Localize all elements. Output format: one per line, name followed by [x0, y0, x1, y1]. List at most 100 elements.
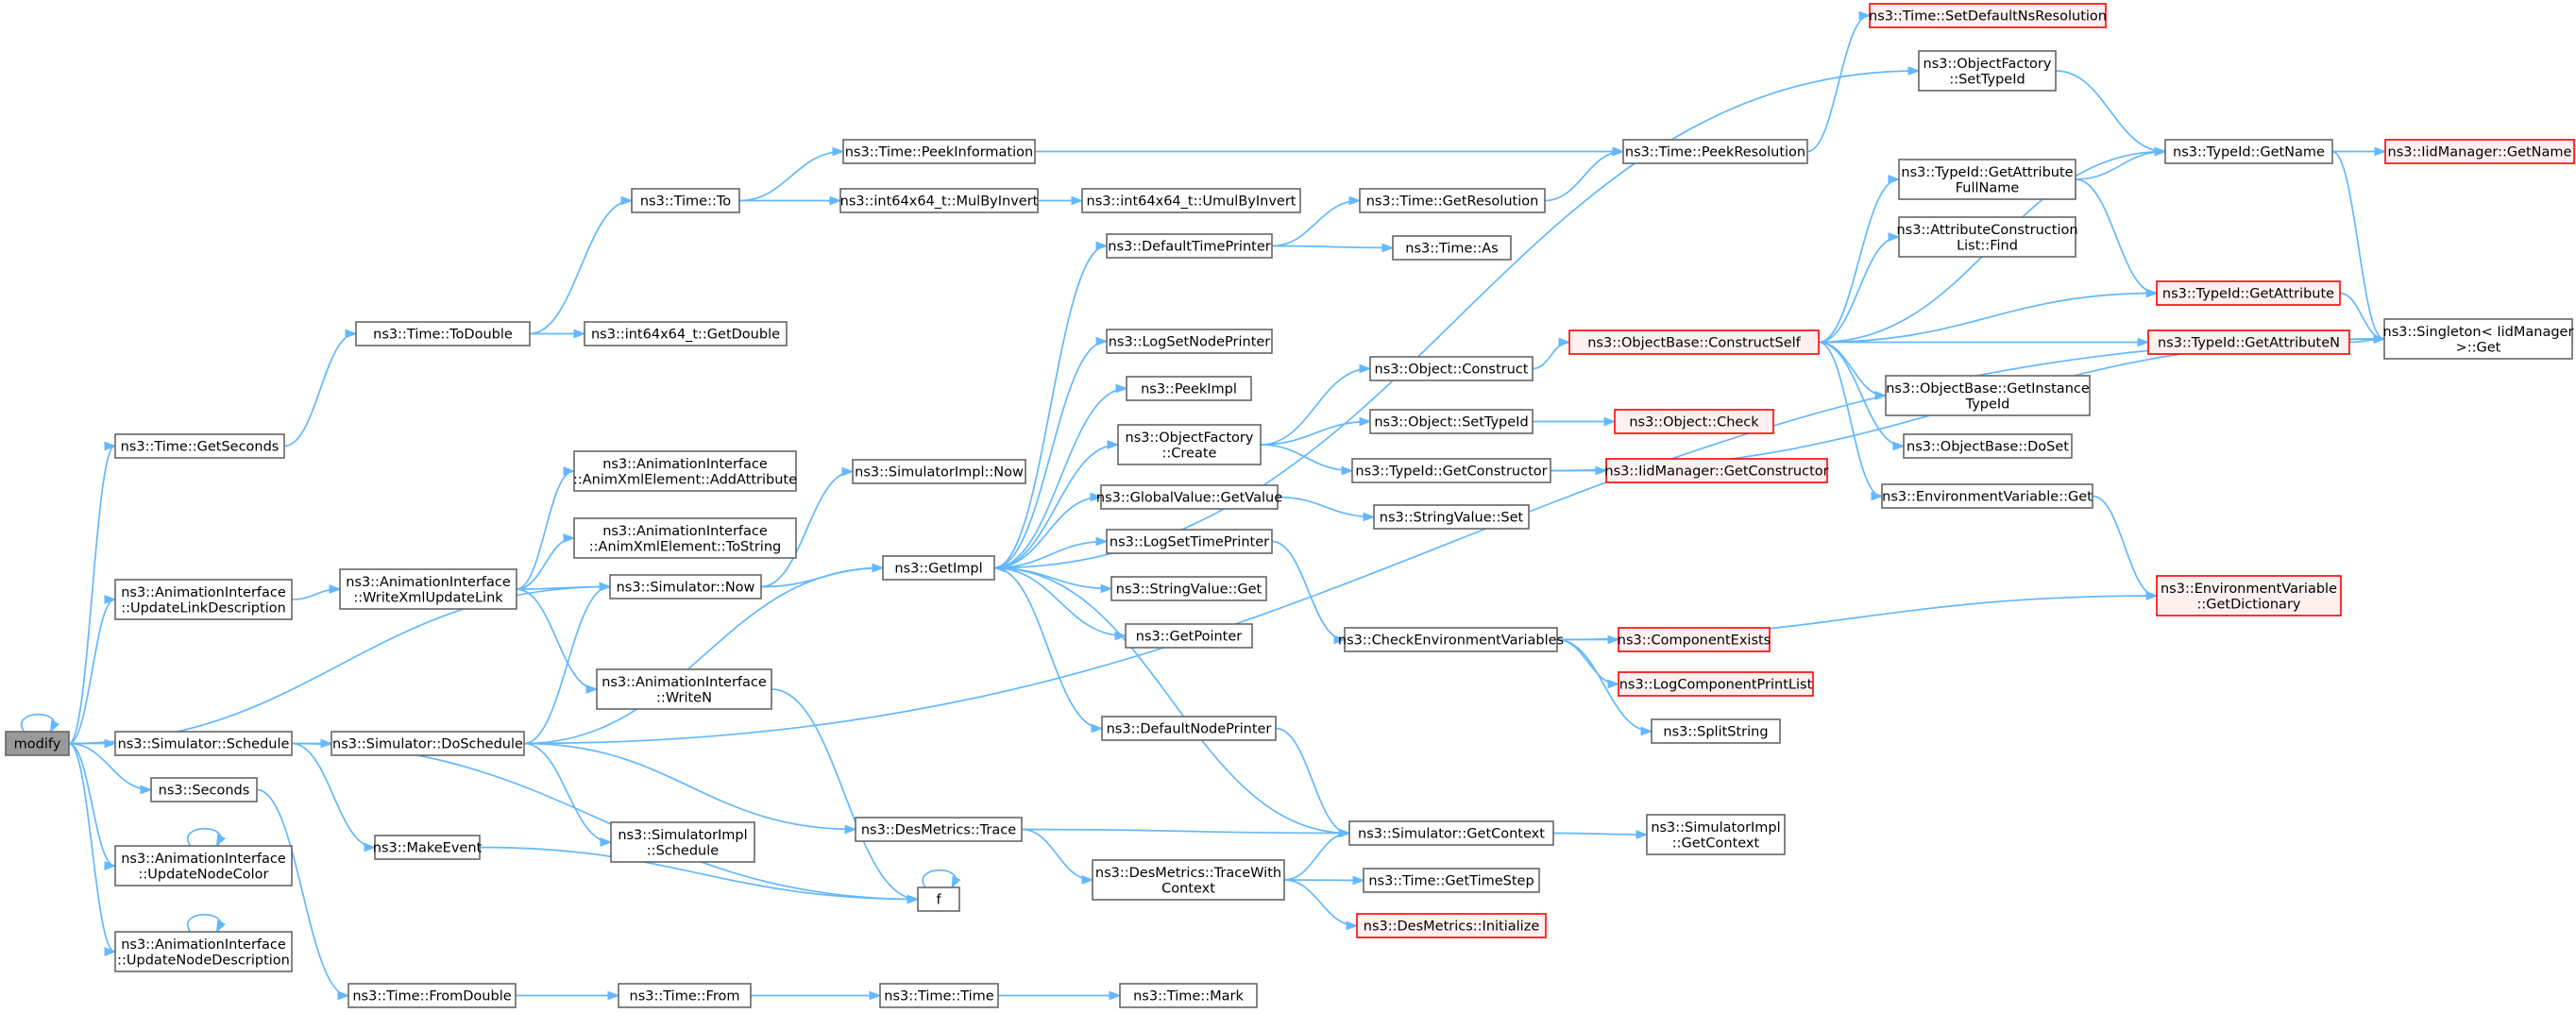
arrowhead-icon [2154, 146, 2167, 157]
node-logsettime[interactable]: ns3::LogSetTimePrinter [1106, 529, 1273, 554]
arrowhead-icon [215, 920, 227, 934]
node-timemark[interactable]: ns3::Time::Mark [1119, 983, 1258, 1008]
node-getresolution[interactable]: ns3::Time::GetResolution [1359, 188, 1546, 213]
node-objconstruct[interactable]: ns3::Object::Construct [1369, 356, 1534, 381]
edge-modify-to-updnodecolor [68, 742, 117, 870]
node-checkenv[interactable]: ns3::CheckEnvironmentVariables [1338, 627, 1564, 652]
node-label: ::SetTypeId [1949, 72, 2025, 87]
node-box [374, 835, 481, 860]
node-getseconds[interactable]: ns3::Time::GetSeconds [114, 433, 285, 459]
node-objsettypeid[interactable]: ns3::Object::SetTypeId [1369, 409, 1534, 434]
node-destrace[interactable]: ns3::DesMetrics::Trace [855, 817, 1023, 842]
edge-line [1283, 879, 1357, 927]
node-simimplsched[interactable]: ns3::SimulatorImpl::Schedule [610, 821, 755, 863]
node-tidgetctor[interactable]: ns3::TypeId::GetConstructor [1351, 458, 1551, 483]
node-getimpl[interactable]: ns3::GetImpl [882, 555, 995, 581]
node-box [114, 579, 293, 620]
node-seconds[interactable]: ns3::Seconds [150, 777, 258, 802]
node-tostring[interactable]: ns3::AnimationInterface::AnimXmlElement:… [573, 517, 797, 559]
node-strvalget[interactable]: ns3::StringValue::Get [1110, 576, 1267, 601]
node-simgetctx[interactable]: ns3::Simulator::GetContext [1348, 820, 1554, 846]
node-logsetnode[interactable]: ns3::LogSetNodePrinter [1106, 329, 1273, 354]
node-getdouble[interactable]: ns3::int64x64_t::GetDouble [584, 321, 788, 346]
node-f[interactable]: f [917, 886, 960, 912]
node-tidgetattr[interactable]: ns3::TypeId::GetAttribute [2156, 280, 2341, 306]
node-label: ns3::AnimationInterface [121, 585, 286, 600]
node-writen[interactable]: ns3::AnimationInterface::WriteN [596, 668, 772, 710]
arrowhead-icon [337, 990, 350, 1001]
node-iidgetname[interactable]: ns3::IidManager::GetName [2384, 139, 2575, 164]
node-timefrom[interactable]: ns3::Time::From [618, 983, 752, 1008]
edge-simgetctx-to-simimplgetctx [1552, 830, 1649, 839]
node-simimplnow[interactable]: ns3::SimulatorImpl::Now [852, 459, 1026, 484]
node-doschedule[interactable]: ns3::Simulator::DoSchedule [330, 731, 525, 756]
node-box [1351, 458, 1551, 483]
node-label: ns3::SimulatorImpl [618, 828, 747, 843]
node-envgetdict[interactable]: ns3::EnvironmentVariable::GetDictionary [2156, 575, 2342, 616]
node-gvgetvalue[interactable]: ns3::GlobalValue::GetValue [1096, 484, 1282, 510]
node-doset[interactable]: ns3::ObjectBase::DoSet [1903, 433, 2073, 459]
node-umulbyinvert[interactable]: ns3::int64x64_t::UmulByInvert [1081, 188, 1301, 213]
node-gettimestep[interactable]: ns3::Time::GetTimeStep [1363, 868, 1540, 893]
node-iidgetctor[interactable]: ns3::IidManager::GetConstructor [1604, 458, 1829, 483]
node-objfactcreate[interactable]: ns3::ObjectFactory::Create [1117, 424, 1262, 465]
node-schedule[interactable]: ns3::Simulator::Schedule [114, 731, 293, 756]
node-writexml[interactable]: ns3::AnimationInterface::WriteXmlUpdateL… [339, 568, 517, 610]
node-label: ns3::ObjectBase::ConstructSelf [1587, 336, 1801, 351]
node-addattr[interactable]: ns3::AnimationInterface::AnimXmlElement:… [573, 450, 797, 492]
edge-timetime-to-timemark [998, 990, 1122, 1001]
node-label: ns3::EnvironmentVariable::Get [1882, 490, 2093, 505]
arrowhead-icon [1607, 679, 1620, 689]
node-peekimpl[interactable]: ns3::PeekImpl [1126, 376, 1252, 401]
node-singleton[interactable]: ns3::Singleton< IidManager>::Get [2383, 318, 2574, 360]
node-getpointer[interactable]: ns3::GetPointer [1125, 623, 1253, 649]
node-updnodecolor[interactable]: ns3::AnimationInterface::UpdateNodeColor [114, 845, 293, 886]
node-constructself[interactable]: ns3::ObjectBase::ConstructSelf [1568, 329, 1820, 355]
node-strvalset[interactable]: ns3::StringValue::Set [1373, 504, 1530, 530]
node-box [618, 983, 752, 1008]
node-setdefres[interactable]: ns3::Time::SetDefaultNsResolution [1869, 3, 2107, 28]
node-timeto[interactable]: ns3::Time::To [631, 188, 740, 213]
node-fromdouble[interactable]: ns3::Time::FromDouble [347, 983, 517, 1008]
node-makeevent[interactable]: ns3::MakeEvent [373, 835, 483, 860]
node-desinit[interactable]: ns3::DesMetrics::Initialize [1356, 913, 1547, 938]
node-mulbyinvert[interactable]: ns3::int64x64_t::MulByInvert [839, 188, 1039, 213]
edge-tidgetname-to-singleton [2331, 150, 2386, 344]
node-box [1646, 814, 1786, 855]
node-label: ns3::Time::GetResolution [1366, 194, 1539, 210]
node-splitstring[interactable]: ns3::SplitString [1651, 718, 1781, 744]
node-updlinkdesc[interactable]: ns3::AnimationInterface::UpdateLinkDescr… [114, 579, 293, 620]
node-logcompprint[interactable]: ns3::LogComponentPrintList [1618, 671, 1814, 697]
node-defnodeprinter[interactable]: ns3::DefaultNodePrinter [1101, 716, 1277, 741]
arrowhead-icon [992, 563, 1006, 573]
node-peekres[interactable]: ns3::Time::PeekResolution [1622, 139, 1808, 164]
node-updnodedesc[interactable]: ns3::AnimationInterface::UpdateNodeDescr… [114, 931, 293, 972]
node-timetime[interactable]: ns3::Time::Time [879, 983, 999, 1008]
node-todouble[interactable]: ns3::Time::ToDouble [355, 321, 531, 346]
edge-envget-to-envgetdict [2092, 495, 2159, 600]
edge-f-to-f [922, 869, 961, 889]
node-timeas[interactable]: ns3::Time::As [1392, 235, 1512, 261]
node-box [631, 188, 740, 213]
node-envget[interactable]: ns3::EnvironmentVariable::Get [1881, 483, 2093, 509]
node-tidgetname[interactable]: ns3::TypeId::GetName [2164, 139, 2333, 164]
edge-line [1260, 420, 1370, 446]
node-objcheck[interactable]: ns3::Object::Check [1614, 409, 1774, 434]
node-modify[interactable]: modify [5, 731, 70, 756]
node-compexists[interactable]: ns3::ComponentExists [1618, 627, 1771, 652]
node-tidgetattrn[interactable]: ns3::TypeId::GetAttributeN [2147, 329, 2350, 355]
node-simimplgetctx[interactable]: ns3::SimulatorImpl::GetContext [1646, 814, 1786, 855]
node-simnow[interactable]: ns3::Simulator::Now [609, 574, 762, 599]
arrowhead-icon [599, 582, 612, 592]
node-objfactsettid[interactable]: ns3::ObjectFactory::SetTypeId [1918, 50, 2057, 92]
edge-getimpl-to-gvgetvalue [993, 492, 1103, 569]
node-box [842, 139, 1036, 164]
node-peekinfo[interactable]: ns3::Time::PeekInformation [842, 139, 1036, 164]
node-box [917, 886, 960, 912]
node-label: ns3::Time::PeekInformation [845, 145, 1033, 160]
node-deftimeprinter[interactable]: ns3::DefaultTimePrinter [1106, 233, 1273, 259]
